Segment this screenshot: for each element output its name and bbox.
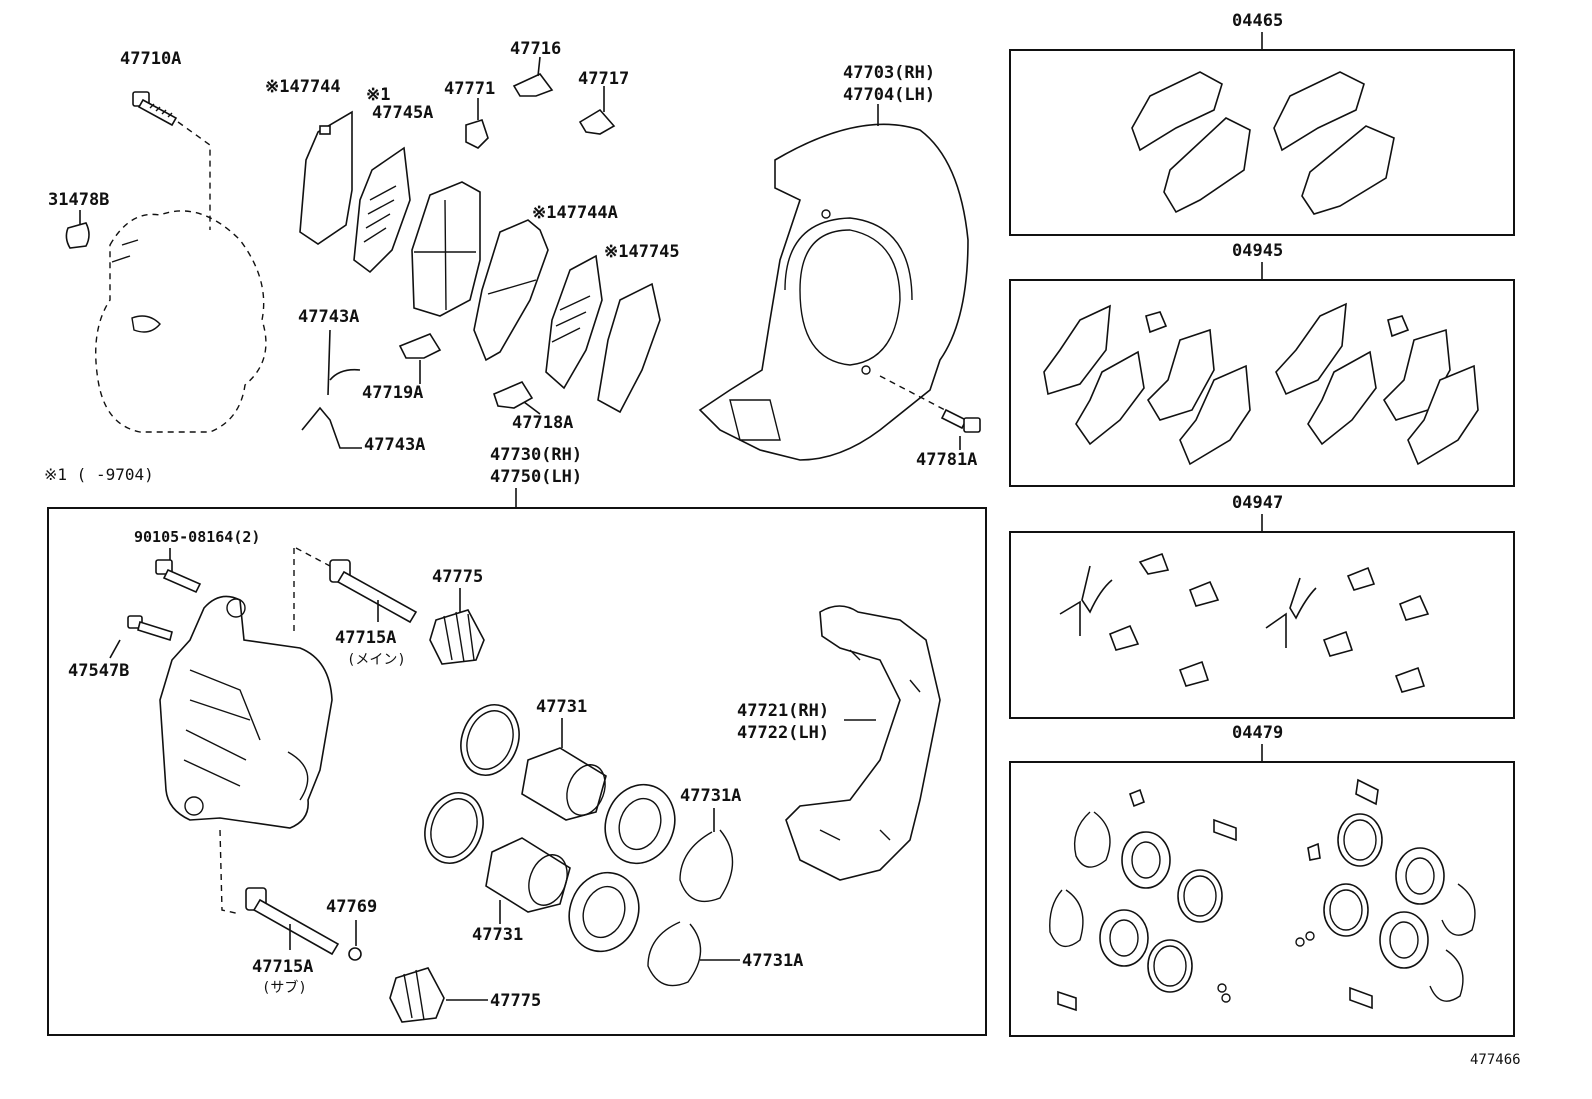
diagram-reference-number: 477466: [1470, 1052, 1521, 1068]
bolt-47781a: [879, 375, 981, 450]
label-kit-04465: 04465: [1232, 11, 1283, 31]
anti-squeal-shim-outer: [545, 254, 603, 390]
caliper-bracket: [785, 605, 941, 881]
label-47547b: 47547B: [68, 661, 129, 681]
cap-31478b: [65, 210, 90, 249]
guide-pin-47715a-sub: [245, 887, 340, 956]
dust-boot-top: [604, 783, 676, 865]
kit-box-04479: [1009, 761, 1515, 1037]
label-47718a: 47718A: [512, 413, 573, 433]
label-47769: 47769: [326, 897, 377, 917]
label-47771: 47771: [444, 79, 495, 99]
caliper-assembly-box: [47, 507, 987, 1036]
kit-04479-seals: [1049, 778, 1476, 1012]
shim-outer-back: [597, 282, 661, 414]
clip-47717: [578, 86, 616, 135]
brake-pad-outer: [473, 219, 549, 362]
spring-47743a-bottom: [301, 406, 362, 449]
clip-47771: [465, 98, 489, 149]
kit-box-04947: [1009, 531, 1515, 719]
label-kit-04479: 04479: [1232, 723, 1283, 743]
label-47715a-sub: 47715A: [252, 957, 313, 977]
label-kit-04945: 04945: [1232, 241, 1283, 261]
label-147744a: ※147744A: [532, 203, 618, 223]
piston-seal-top: [460, 704, 520, 776]
label-47716: 47716: [510, 39, 561, 59]
ring-47731a-top: [679, 808, 734, 903]
label-47731a-top: 47731A: [680, 786, 741, 806]
label-47731-bottom: 47731: [472, 925, 523, 945]
label-31478b: 31478B: [48, 190, 109, 210]
label-47731-top: 47731: [536, 697, 587, 717]
label-47750: 47750(LH): [490, 467, 582, 487]
label-47775-top: 47775: [432, 567, 483, 587]
clip-47716: [512, 56, 554, 97]
label-47719a: 47719A: [362, 383, 423, 403]
label-47731a-bottom: 47731A: [742, 951, 803, 971]
caliper-body: [159, 595, 333, 829]
caliper-housing-outline: [95, 210, 267, 433]
bolt-47710a: [132, 91, 211, 230]
kit-04945-shims: [1043, 302, 1479, 466]
spring-47743a-top: [327, 329, 361, 396]
boot-47775-top: [429, 588, 485, 665]
label-47704: 47704(LH): [843, 85, 935, 105]
dust-shield: [698, 123, 969, 461]
label-47743a-top: 47743A: [298, 307, 359, 327]
piston-47731-bottom: [485, 837, 571, 924]
brake-pad-inner: [411, 181, 481, 317]
kit-04947-clips: [1059, 552, 1430, 693]
label-47721: 47721(RH): [737, 701, 829, 721]
piston-seal-lower: [424, 792, 484, 864]
label-47703: 47703(RH): [843, 63, 935, 83]
label-90105: 90105-08164(2): [134, 528, 260, 546]
label-47717: 47717: [578, 69, 629, 89]
label-kit-04947: 04947: [1232, 493, 1283, 513]
label-47781a: 47781A: [916, 450, 977, 470]
note-mark-1: ※1 ( -9704): [44, 465, 154, 484]
label-main-jp: (メイン): [347, 652, 406, 668]
bolt-90105-08164: [155, 548, 202, 594]
clip-47718a: [493, 380, 541, 415]
label-sub-jp: (サブ): [262, 979, 307, 996]
label-mark-1: ※1: [366, 85, 390, 105]
label-47745a: 47745A: [372, 103, 433, 123]
clip-47719a: [398, 333, 442, 384]
label-47730: 47730(RH): [490, 445, 582, 465]
label-147744: ※147744: [265, 77, 341, 97]
label-147745: ※147745: [604, 242, 680, 262]
anti-squeal-shim-47745a: [353, 146, 411, 274]
kit-box-04945: [1009, 279, 1515, 487]
label-47710a: 47710A: [120, 49, 181, 69]
guide-pin-47715a-main: [329, 559, 418, 624]
boot-47775-bottom: [389, 967, 488, 1023]
label-47775-bottom: 47775: [490, 991, 541, 1011]
bushing-47769: [348, 920, 362, 961]
piston-47731-top: [521, 718, 607, 821]
label-47715a-main: 47715A: [335, 628, 396, 648]
ring-47731a-bottom: [647, 921, 740, 987]
dust-boot-bottom: [568, 871, 640, 953]
label-47722: 47722(LH): [737, 723, 829, 743]
kit-box-04465: [1009, 49, 1515, 236]
kit-04465-pads: [1131, 71, 1395, 215]
bleeder-47547b: [109, 615, 173, 659]
label-47743a-bottom: 47743A: [364, 435, 425, 455]
shim-147744: [299, 110, 353, 245]
